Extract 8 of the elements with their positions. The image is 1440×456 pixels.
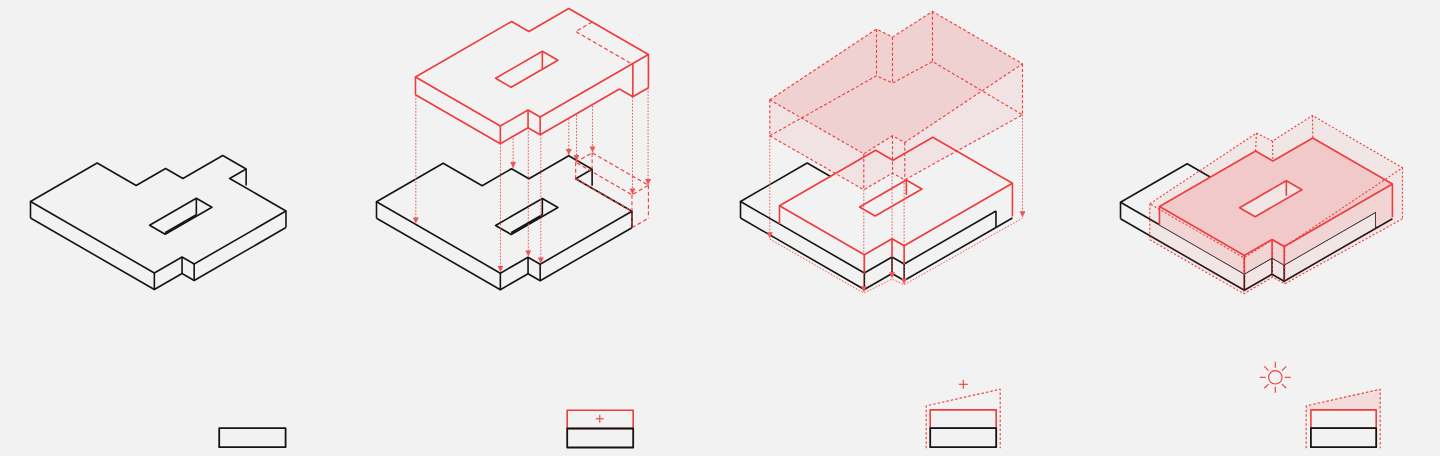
section-icon (565, 408, 634, 449)
section-icon (924, 388, 1002, 450)
axonometric-drawing (738, 9, 1026, 296)
axonometric-drawing (374, 6, 652, 293)
section-icon (1304, 388, 1382, 450)
axonometric-drawing (1118, 112, 1406, 296)
section-icon (218, 427, 287, 449)
axonometric-drawing (27, 153, 288, 293)
